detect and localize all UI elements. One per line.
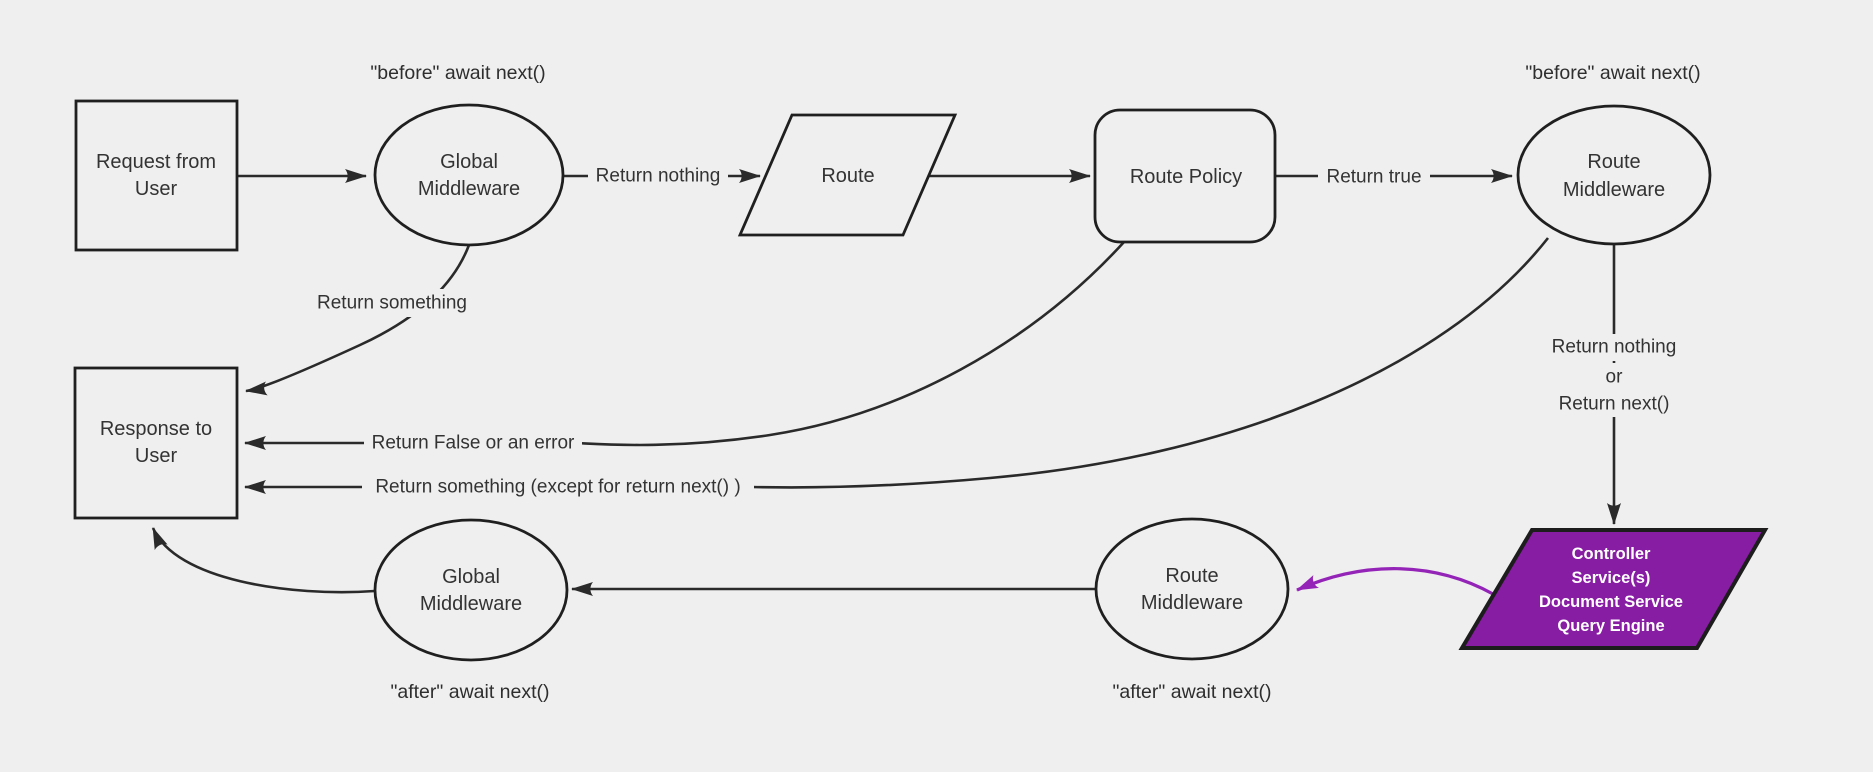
edge-label-return-nothing-or-line2: or — [1606, 367, 1624, 388]
edge-label-bg — [362, 473, 754, 501]
node-request-from-user-label-line2: User — [135, 178, 178, 200]
node-controller-services — [1458, 528, 1769, 650]
edge-labels: Return nothing Return true Return nothin… — [314, 162, 1684, 501]
node-route-middleware-bottom-label-line2: Middleware — [1141, 592, 1243, 614]
node-global-middleware-bottom — [373, 518, 569, 662]
node-request-from-user-label-line1: Request from — [96, 151, 216, 173]
node-route-policy-label: Route Policy — [1130, 166, 1242, 188]
edge-label-return-nothing-or-line3: Return next() — [1559, 394, 1670, 415]
edge-label-return-nothing: Return nothing — [596, 166, 721, 187]
edge-global-middleware-return-something-to-response — [245, 244, 471, 396]
node-route-label: Route — [821, 165, 874, 187]
edge-label-bg — [588, 162, 728, 190]
node-response-to-user-label-line1: Response to — [100, 418, 212, 440]
node-route-middleware-top-label-line2: Middleware — [1563, 179, 1665, 201]
edge-label-return-nothing-or-line1: Return nothing — [1552, 337, 1677, 358]
node-route — [737, 113, 958, 237]
edge-label-bg — [1318, 163, 1430, 191]
node-global-middleware-bottom-label-line1: Global — [442, 566, 500, 588]
annotations: "before" await next() "before" await nex… — [370, 62, 1700, 703]
edge-route-policy-return-false-to-response — [244, 241, 1125, 450]
node-global-middleware-top-label-line2: Middleware — [418, 178, 520, 200]
edge-label-return-something-except: Return something (except for return next… — [375, 477, 740, 498]
node-controller-services-label-line2: Service(s) — [1572, 569, 1651, 587]
node-controller-services-label-line3: Document Service — [1539, 593, 1683, 611]
edge-label-bg — [314, 289, 470, 317]
node-route-middleware-bottom-label-line1: Route — [1165, 565, 1218, 587]
node-controller-services-label-line1: Controller — [1572, 545, 1651, 563]
node-response-to-user-label-line2: User — [135, 445, 178, 467]
edge-label-bg — [1549, 390, 1679, 417]
node-global-middleware-top-label-line1: Global — [440, 151, 498, 173]
annotation-after-route-middleware: "after" await next() — [1112, 681, 1271, 703]
edge-label-return-false-or-error: Return False or an error — [372, 433, 575, 454]
node-route-middleware-top — [1516, 104, 1712, 246]
edge-route-middleware-return-something-to-response — [244, 237, 1550, 494]
edges — [151, 169, 1621, 596]
annotation-before-route-middleware: "before" await next() — [1525, 62, 1700, 84]
node-global-middleware-top — [373, 103, 565, 247]
edge-label-bg — [1594, 363, 1634, 390]
annotation-after-global-middleware: "after" await next() — [390, 681, 549, 703]
edge-label-return-true: Return true — [1326, 167, 1421, 188]
edge-global-middleware-bottom-to-response — [151, 527, 376, 594]
annotation-before-global-middleware: "before" await next() — [370, 62, 545, 84]
node-global-middleware-bottom-label-line2: Middleware — [420, 593, 522, 615]
node-request-from-user — [74, 99, 239, 252]
edge-label-bg — [1544, 334, 1684, 361]
node-route-middleware-top-label-line1: Route — [1587, 151, 1640, 173]
edge-label-bg — [364, 429, 582, 457]
edge-controller-to-route-middleware-bottom — [1296, 567, 1494, 596]
node-route-policy — [1093, 108, 1277, 244]
node-route-middleware-bottom — [1094, 517, 1290, 661]
node-response-to-user — [73, 366, 239, 520]
nodes: Request from User Global Middleware Rout… — [73, 99, 1769, 662]
edge-label-return-something: Return something — [317, 293, 467, 314]
node-controller-services-label-line4: Query Engine — [1557, 617, 1664, 635]
